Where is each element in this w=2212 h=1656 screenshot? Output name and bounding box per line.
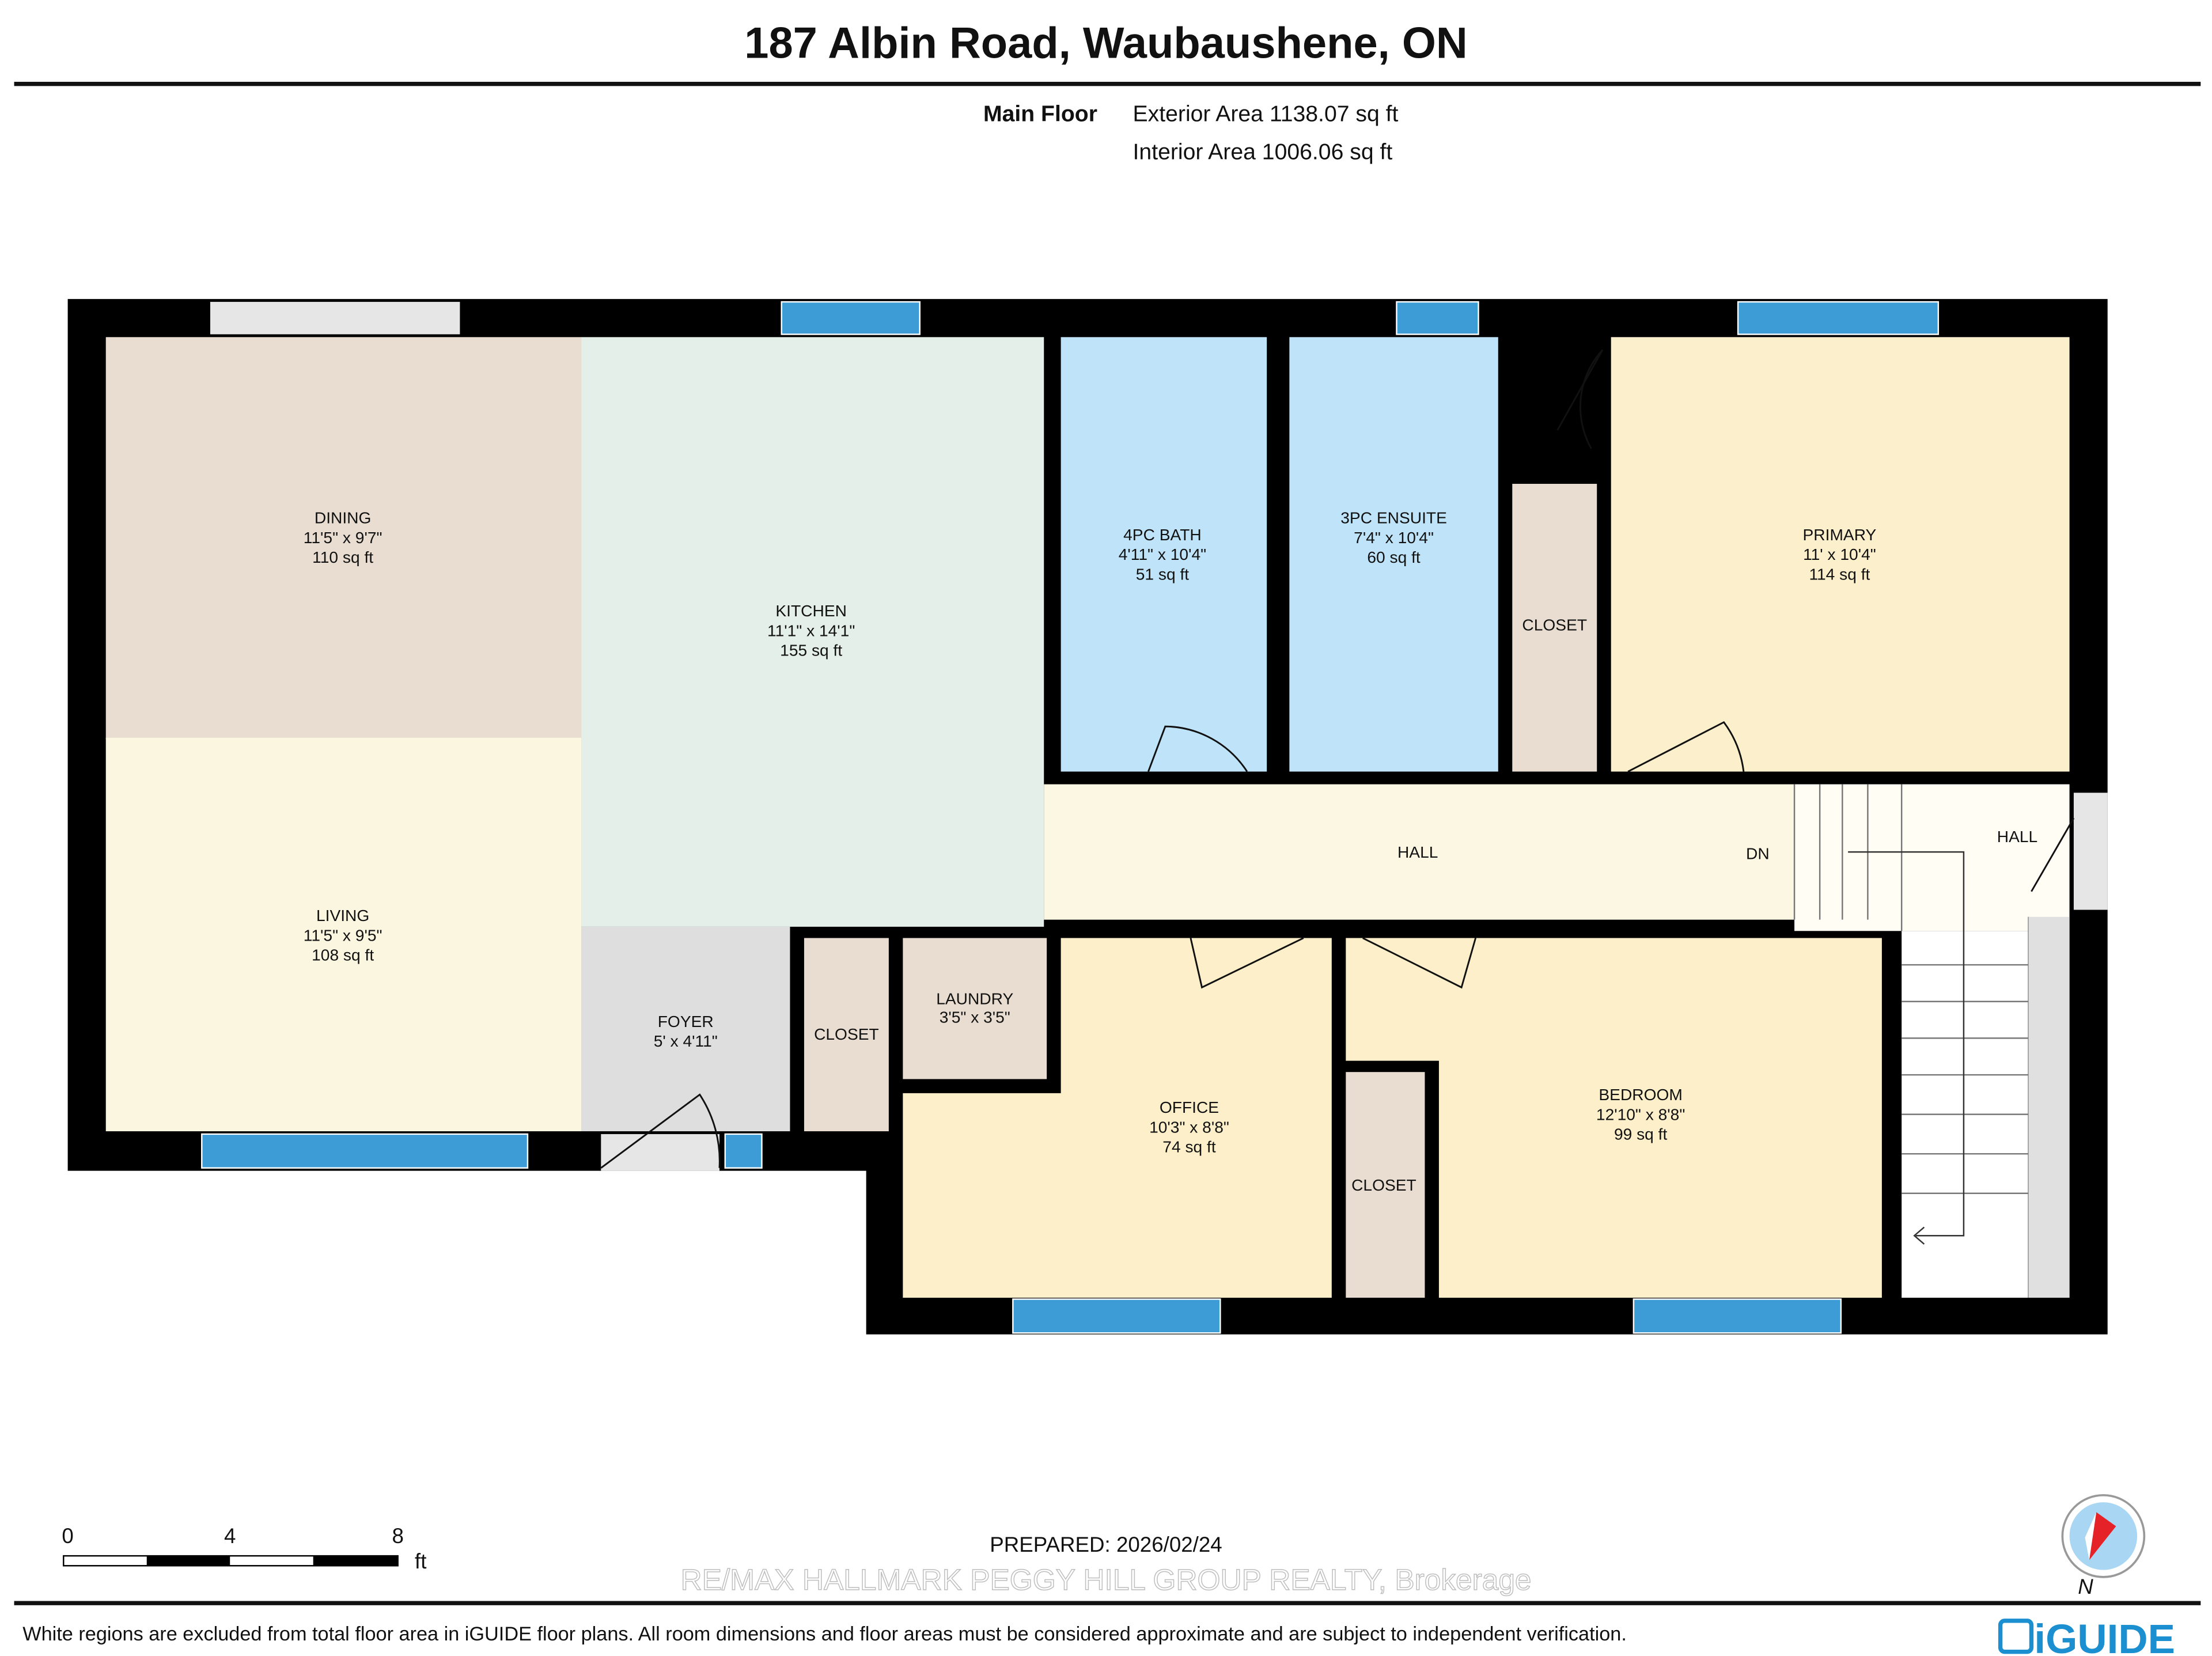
brokerage-watermark: RE/MAX HALLMARK PEGGY HILL GROUP REALTY,… [680, 1563, 1531, 1596]
scale-unit: ft [415, 1549, 426, 1573]
room-bedroom [1346, 938, 1882, 1298]
bath-dims: 4'11" x 10'4" [1119, 545, 1206, 563]
rooms [105, 337, 2070, 1298]
foyer-dims: 5' x 4'11" [654, 1032, 718, 1050]
hall-label: HALL [1397, 843, 1438, 861]
bedroom-dims: 12'10" x 8'8" [1596, 1105, 1685, 1123]
living-dims: 11'5" x 9'5" [304, 926, 382, 944]
room-4pc-bath [1060, 337, 1267, 772]
room-dining [105, 337, 582, 740]
front-door [601, 1134, 720, 1171]
ensuite-closet-label: CLOSET [1522, 616, 1587, 634]
office-area: 74 sq ft [1162, 1138, 1216, 1156]
room-laundry [903, 938, 1047, 1079]
office-name: OFFICE [1160, 1098, 1219, 1116]
logo-text: iGUIDE [2034, 1617, 2175, 1656]
disclaimer: White regions are excluded from total fl… [22, 1623, 1627, 1645]
room-foyer-closet [804, 938, 889, 1132]
exterior-door-right [2073, 793, 2108, 910]
room-primary [1611, 337, 2070, 772]
scale-tick-4: 4 [224, 1524, 236, 1548]
ensuite-area: 60 sq ft [1367, 548, 1421, 566]
door-swings [600, 349, 2075, 1169]
bedroom-name: BEDROOM [1599, 1086, 1682, 1104]
room-hall [1044, 784, 1795, 920]
room-kitchen [581, 337, 1044, 927]
bath-name: 4PC BATH [1123, 526, 1202, 544]
room-3pc-ensuite [1289, 337, 1498, 772]
dining-dims: 11'5" x 9'7" [304, 529, 382, 547]
dining-name: DINING [315, 509, 372, 527]
kitchen-area: 155 sq ft [780, 642, 842, 660]
ensuite-name: 3PC ENSUITE [1340, 509, 1447, 527]
stairs [1793, 784, 2070, 1298]
floor-name: Main Floor [983, 102, 1097, 127]
scale-tick-0: 0 [62, 1524, 73, 1548]
living-area: 108 sq ft [312, 946, 374, 964]
page-title: 187 Albin Road, Waubaushene, ON [744, 18, 1467, 67]
room-hall-right [1794, 784, 2070, 931]
exterior-area: Exterior Area 1138.07 sq ft [1133, 102, 1399, 127]
header-divider [14, 82, 2201, 86]
interior-area: Interior Area 1006.06 sq ft [1133, 140, 1393, 165]
room-ensuite-closet [1512, 483, 1597, 772]
footer-divider [14, 1601, 2201, 1605]
room-living [105, 737, 582, 1132]
stairs-down-label: DN [1746, 844, 1770, 862]
scale-bar: 0 4 8 ft [62, 1524, 426, 1573]
bedroom-area: 99 sq ft [1614, 1126, 1668, 1143]
primary-name: PRIMARY [1803, 526, 1877, 544]
kitchen-name: KITCHEN [775, 602, 847, 620]
room-labels: DINING 11'5" x 9'7" 110 sq ft KITCHEN 11… [304, 509, 2037, 1194]
living-name: LIVING [316, 907, 369, 924]
room-office [903, 938, 1332, 1298]
compass-icon: N [2061, 1494, 2146, 1598]
laundry-name: LAUNDRY [936, 990, 1013, 1008]
bath-area: 51 sq ft [1136, 565, 1190, 583]
foyer-closet-label: CLOSET [814, 1025, 879, 1043]
office-dims: 10'3" x 8'8" [1149, 1118, 1229, 1136]
compass-north-label: N [2078, 1575, 2093, 1598]
primary-dims: 11' x 10'4" [1803, 545, 1876, 563]
hall-right-label: HALL [1997, 828, 2037, 846]
iguide-logo: iGUIDE [1998, 1617, 2175, 1656]
scale-tick-8: 8 [392, 1524, 403, 1548]
ensuite-dims: 7'4" x 10'4" [1354, 529, 1434, 547]
sliding-door [210, 302, 460, 335]
foyer-name: FOYER [658, 1013, 714, 1030]
dining-area: 110 sq ft [312, 548, 373, 566]
laundry-dims: 3'5" x 3'5" [940, 1008, 1010, 1026]
bedroom-closet-label: CLOSET [1351, 1176, 1416, 1194]
room-foyer [581, 926, 790, 1132]
primary-area: 114 sq ft [1809, 565, 1870, 583]
kitchen-dims: 11'1" x 14'1" [767, 622, 855, 639]
prepared-date: PREPARED: 2026/02/24 [990, 1533, 1222, 1556]
windows [201, 301, 1940, 1334]
room-bedroom-closet [1346, 1072, 1425, 1298]
